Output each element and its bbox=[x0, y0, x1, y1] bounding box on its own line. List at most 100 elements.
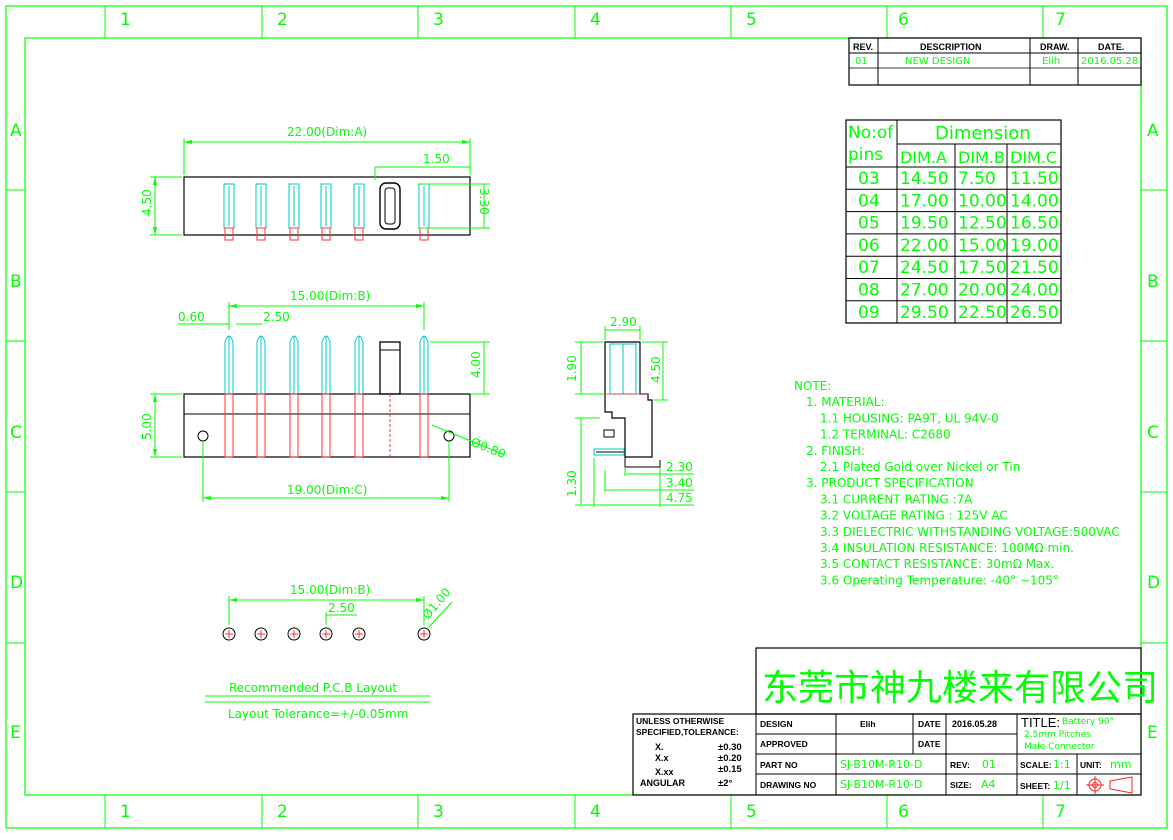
pin-in-body bbox=[256, 393, 266, 458]
size-value: A4 bbox=[981, 778, 996, 791]
dim-a-label: 22.00(Dim:A) bbox=[287, 125, 367, 139]
inner-top-label: 3.30 bbox=[477, 188, 491, 215]
side-dim-2: 3.40 bbox=[666, 476, 693, 490]
top-view: 22.00(Dim:A) 1.50 4.50 3.30 bbox=[140, 125, 491, 241]
front-view: 15.00(Dim:B) 0.60 2.50 4.00 5.00 Ø0.80 1… bbox=[140, 289, 508, 502]
drawing-no-value: SJ-B10M-R10-D bbox=[840, 778, 923, 791]
dim-c-label: 19.00(Dim:C) bbox=[287, 483, 367, 497]
tolerance-value: ±0.20 bbox=[718, 753, 742, 764]
dim-a-cell: 29.50 bbox=[900, 303, 949, 323]
design-label: DESIGN bbox=[760, 719, 793, 729]
pin-width-label: 0.60 bbox=[178, 310, 205, 324]
note-line: 3.3 DIELECTRIC WITHSTANDING VOLTAGE:500V… bbox=[820, 525, 1120, 539]
tolerance-key: X.x bbox=[655, 753, 669, 763]
pcb-hole bbox=[352, 627, 366, 641]
pin-in-body bbox=[354, 393, 364, 458]
dim-c-cell: 11.50 bbox=[1010, 169, 1059, 189]
note-line: 2.1 Plated Gold over Nickel or Tin bbox=[820, 460, 1020, 474]
description-value: NEW DESIGN bbox=[905, 56, 970, 67]
dim-b-cell: 17.50 bbox=[958, 258, 1007, 278]
note-line: 3.5 CONTACT RESISTANCE: 30mΩ Max. bbox=[820, 557, 1054, 571]
pin-count-cell: 08 bbox=[858, 281, 880, 301]
side-dim-1: 2.30 bbox=[666, 460, 693, 474]
polarization-post bbox=[379, 182, 401, 230]
pin-count-cell: 07 bbox=[858, 258, 880, 278]
sheet-value: 1/1 bbox=[1053, 779, 1071, 792]
unit-label: UNIT: bbox=[1080, 760, 1102, 770]
note-line: 3.6 Operating Temperature: -40° ~105° bbox=[820, 573, 1059, 587]
dim-a-cell: 19.50 bbox=[900, 214, 949, 234]
row-label-left: C bbox=[10, 423, 22, 443]
side-bottom-height-label: 1.30 bbox=[565, 470, 579, 497]
col-label-top: 5 bbox=[746, 10, 757, 30]
tolerance-key: X.xx bbox=[655, 767, 674, 777]
pitch-top-label: 1.50 bbox=[423, 152, 450, 166]
tolerance-key: ANGULAR bbox=[640, 778, 685, 788]
tolerance-value: ±0.30 bbox=[718, 742, 742, 753]
pin-count-cell: 09 bbox=[858, 303, 880, 323]
company-name: 东莞市神九楼来有限公司 bbox=[762, 668, 1158, 709]
approved-date-label: DATE bbox=[918, 739, 941, 749]
dim-c-cell: 16.50 bbox=[1010, 214, 1059, 234]
col-label-top: 3 bbox=[433, 10, 444, 30]
pin-tail bbox=[354, 227, 364, 241]
body-height-label: 5.00 bbox=[140, 413, 154, 440]
dim-b-cell: 15.00 bbox=[958, 236, 1007, 256]
col-label-bottom: 2 bbox=[277, 802, 288, 822]
date-value: 2016.05.28 bbox=[1081, 56, 1138, 67]
rev-header: REV. bbox=[853, 42, 873, 52]
pcb-pitch-label: 2.50 bbox=[328, 601, 355, 615]
front-pitch-label: 2.50 bbox=[263, 310, 290, 324]
dim-b-header: DIM.B bbox=[958, 148, 1005, 167]
pcb-hole bbox=[417, 627, 431, 641]
col-label-top: 1 bbox=[120, 10, 131, 30]
design-value: Elih bbox=[860, 719, 876, 729]
pcb-hole bbox=[287, 627, 301, 641]
part-no-value: SJ-B10M-R10-D bbox=[840, 758, 923, 771]
dim-a-cell: 24.50 bbox=[900, 258, 949, 278]
pin-tail bbox=[289, 227, 299, 241]
note-line: 2. FINISH: bbox=[806, 444, 865, 458]
pin-count-cell: 03 bbox=[858, 169, 880, 189]
side-top-width-label: 2.90 bbox=[610, 315, 637, 329]
dim-a-header: DIM.A bbox=[900, 148, 947, 167]
pins-header: No:of bbox=[848, 123, 894, 143]
pin-tail bbox=[224, 227, 234, 241]
pcb-hole-label: Ø1.00 bbox=[420, 585, 454, 622]
scale-label: SCALE: bbox=[1020, 760, 1052, 770]
tolerance-heading: UNLESS OTHERWISE bbox=[636, 716, 724, 726]
col-label-bottom: 6 bbox=[898, 802, 909, 822]
note-line: 1.2 TERMINAL: C2680 bbox=[820, 428, 951, 442]
revision-table: REV. DESCRIPTION DRAW. DATE. 01 NEW DESI… bbox=[848, 37, 1142, 86]
pin-count-cell: 05 bbox=[858, 214, 880, 234]
title-line-3: Male Connector bbox=[1024, 742, 1095, 752]
approved-label: APPROVED bbox=[760, 739, 808, 749]
rev-value: 01 bbox=[855, 56, 868, 67]
title-line-2: 2.5mm Pitches bbox=[1024, 730, 1091, 740]
tolerance-key: X. bbox=[655, 742, 664, 752]
note-line: 3.1 CURRENT RATING :7A bbox=[820, 492, 973, 506]
tolerance-heading: SPECIFIED,TOLERANCE: bbox=[636, 727, 739, 737]
projection-symbol-icon bbox=[1086, 776, 1133, 794]
zone-labels: 1 2 3 4 5 6 7 1 2 3 4 5 6 7 A B C D E A … bbox=[10, 10, 1160, 822]
pin-in-body bbox=[224, 393, 234, 458]
pin-in-body bbox=[419, 393, 429, 458]
row-label-left: B bbox=[10, 272, 22, 292]
description-header: DESCRIPTION bbox=[920, 42, 982, 52]
pcb-dim-b-label: 15.00(Dim:B) bbox=[290, 583, 370, 597]
date-label: DATE bbox=[918, 719, 941, 729]
pin-tail bbox=[419, 227, 429, 241]
part-no-label: PART NO bbox=[760, 760, 798, 770]
dim-b-cell: 7.50 bbox=[958, 169, 996, 189]
dim-a-cell: 22.00 bbox=[900, 236, 949, 256]
side-dim-3: 4.75 bbox=[666, 491, 693, 505]
pcb-layout: 15.00(Dim:B) 2.50 Ø1.00 Recommended P.C.… bbox=[205, 583, 454, 721]
dimension-table: No:of pins Dimension DIM.A DIM.B DIM.C 0… bbox=[845, 119, 1062, 324]
note-line: 3.2 VOLTAGE RATING : 125V AC bbox=[820, 509, 1008, 523]
col-label-bottom: 7 bbox=[1055, 802, 1066, 822]
draw-header: DRAW. bbox=[1040, 42, 1070, 52]
dim-b-cell: 20.00 bbox=[958, 281, 1007, 301]
notes: NOTE:1. MATERIAL:1.1 HOUSING: PA9T, UL 9… bbox=[794, 379, 1120, 587]
side-top-height-label: 1.90 bbox=[565, 355, 579, 382]
unit-value: mm bbox=[1110, 758, 1131, 771]
